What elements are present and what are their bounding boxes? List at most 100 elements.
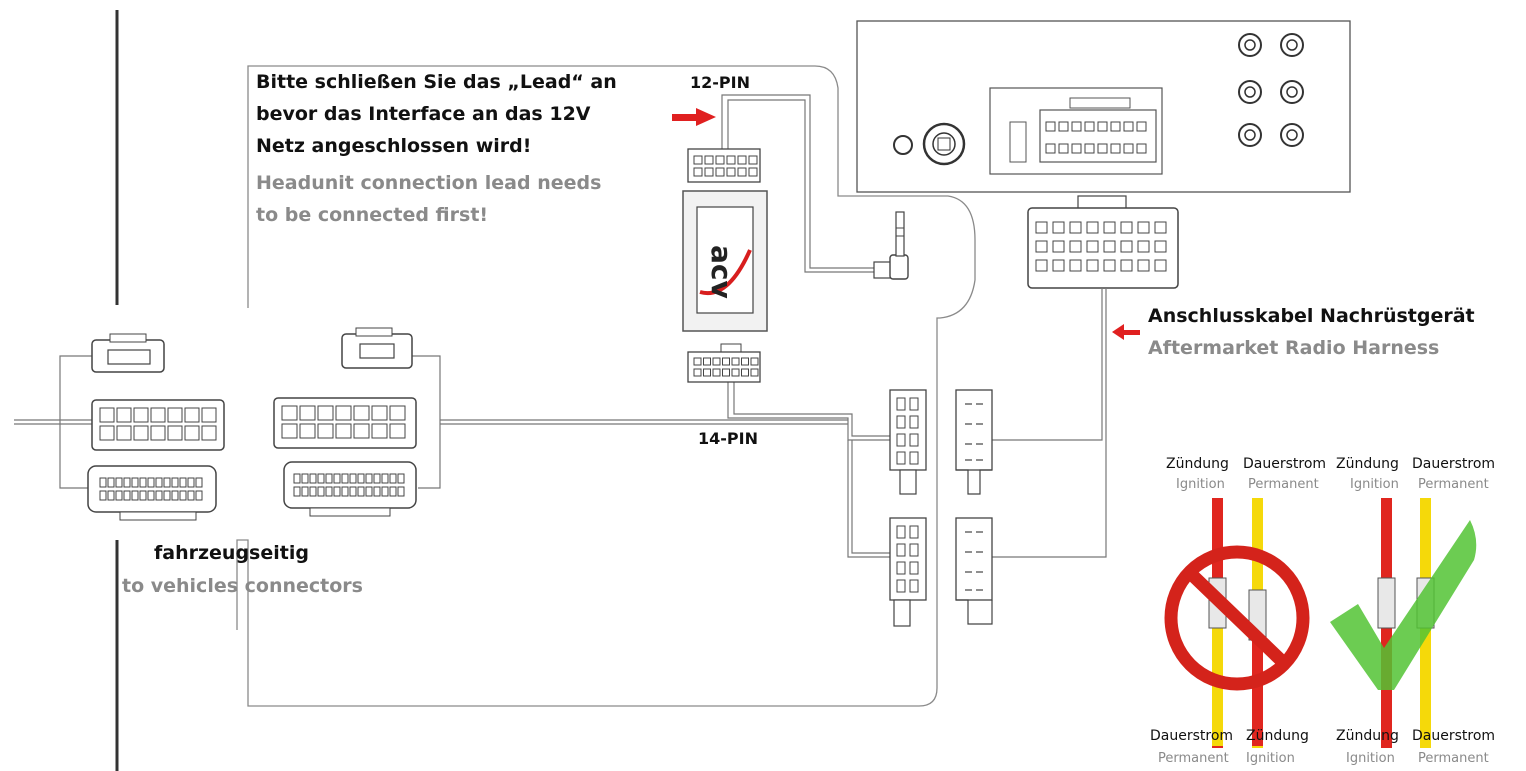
connector-pin (123, 477, 131, 488)
right-bottom-right-de: Dauerstrom (1412, 728, 1495, 744)
connector-pin (1035, 240, 1048, 253)
connector-pin (722, 368, 730, 377)
connector-pin (1103, 240, 1116, 253)
wiring-right-labels: Zündung Ignition Dauerstrom Permanent Zü… (1336, 456, 1495, 766)
connector-pin (335, 423, 352, 439)
connector-pin (715, 155, 725, 165)
connector-pin (703, 357, 711, 366)
connector-pin (99, 490, 107, 501)
connector-pin (163, 490, 171, 501)
connector-pin (293, 473, 301, 484)
connector-pin (896, 525, 906, 539)
connector-pin (184, 407, 200, 423)
audio-jack (873, 211, 909, 280)
connector-pin (150, 407, 166, 423)
connector-pin (179, 490, 187, 501)
wrong-top-left-de: Zündung (1166, 456, 1229, 472)
connector-pin (1120, 259, 1133, 272)
connector-12pin-pins (693, 155, 758, 177)
connector-pin (1058, 143, 1069, 154)
connector-pin (155, 490, 163, 501)
connector-pin (150, 425, 166, 441)
connector-pin (1069, 240, 1082, 253)
connector-pin (309, 486, 317, 497)
right-top-right-de: Dauerstrom (1412, 456, 1495, 472)
connector-pin (373, 486, 381, 497)
iso-connector-lower (889, 517, 993, 627)
connector-pin (397, 486, 405, 497)
connector-pin (133, 425, 149, 441)
connector-pin (715, 167, 725, 177)
connector-pin (365, 486, 373, 497)
connector-pin (299, 405, 316, 421)
connector-pin (909, 397, 919, 411)
connector-pin (147, 477, 155, 488)
connector-pin (741, 357, 749, 366)
wrong-top-left-en: Ignition (1176, 477, 1225, 492)
connector-pin (1035, 259, 1048, 272)
connector-pin (1086, 240, 1099, 253)
connector-pin (1154, 259, 1167, 272)
connector-pin (201, 407, 217, 423)
connector-pin (1045, 143, 1056, 154)
connector-pin (896, 415, 906, 429)
connector-pin (1120, 240, 1133, 253)
connector-pin (896, 561, 906, 575)
head-unit (856, 20, 1351, 193)
connector-pin (731, 368, 740, 377)
connector-pin (748, 155, 758, 165)
connector-pin (1086, 221, 1099, 234)
connector-pin (341, 473, 349, 484)
connector-pin (317, 473, 325, 484)
connector-pin (1137, 240, 1150, 253)
connector-pin (1123, 121, 1134, 132)
connector-pin (1052, 259, 1065, 272)
connector-pin (107, 490, 115, 501)
connector-pin (171, 477, 179, 488)
connector-pin (693, 167, 703, 177)
outline-frame (236, 65, 976, 707)
connector-pin (116, 425, 132, 441)
aftermarket-plug (1027, 195, 1179, 289)
connector-pin (722, 357, 730, 366)
connector-pin (909, 451, 919, 465)
wrong-top-right-de: Dauerstrom (1243, 456, 1326, 472)
connector-pin (155, 477, 163, 488)
connector-pin (726, 155, 736, 165)
connector-pin (201, 425, 217, 441)
connector-pin (1110, 143, 1121, 154)
connector-pin (299, 423, 316, 439)
vehicle-mid-right-pins (281, 405, 406, 439)
connector-pin (750, 368, 759, 377)
wrong-bottom-left-de: Dauerstrom (1150, 728, 1233, 744)
right-bottom-left-de: Zündung (1336, 728, 1399, 744)
aftermarket-plug-pins (1035, 221, 1167, 272)
connector-pin (371, 423, 388, 439)
connector-pin (133, 407, 149, 423)
connector-pin (349, 486, 357, 497)
iso-lower-slots (965, 531, 983, 591)
obd-left-pins (99, 477, 203, 501)
arrow-12pin (672, 108, 716, 126)
connector-pin (1035, 221, 1048, 234)
connector-pin (301, 473, 309, 484)
instruction-de-line2: bevor das Interface an das 12V (256, 103, 591, 125)
connector-pin (293, 486, 301, 497)
connector-pin (1052, 240, 1065, 253)
connector-pin (301, 486, 309, 497)
connector-pin (1045, 121, 1056, 132)
connector-pin (909, 415, 919, 429)
connector-pin (1137, 221, 1150, 234)
connector-pin (1136, 121, 1147, 132)
connector-pin (371, 405, 388, 421)
rca-jacks (1238, 33, 1304, 147)
connector-pin (737, 155, 747, 165)
connector-pin (1110, 121, 1121, 132)
acv-logo: acv (705, 245, 738, 299)
connector-pin (99, 477, 107, 488)
connector-pin (896, 397, 906, 411)
connector-pin (139, 490, 147, 501)
right-bottom-right-en: Permanent (1418, 751, 1489, 766)
connector-pin (381, 486, 389, 497)
wrong-bottom-right-en: Ignition (1246, 751, 1295, 766)
